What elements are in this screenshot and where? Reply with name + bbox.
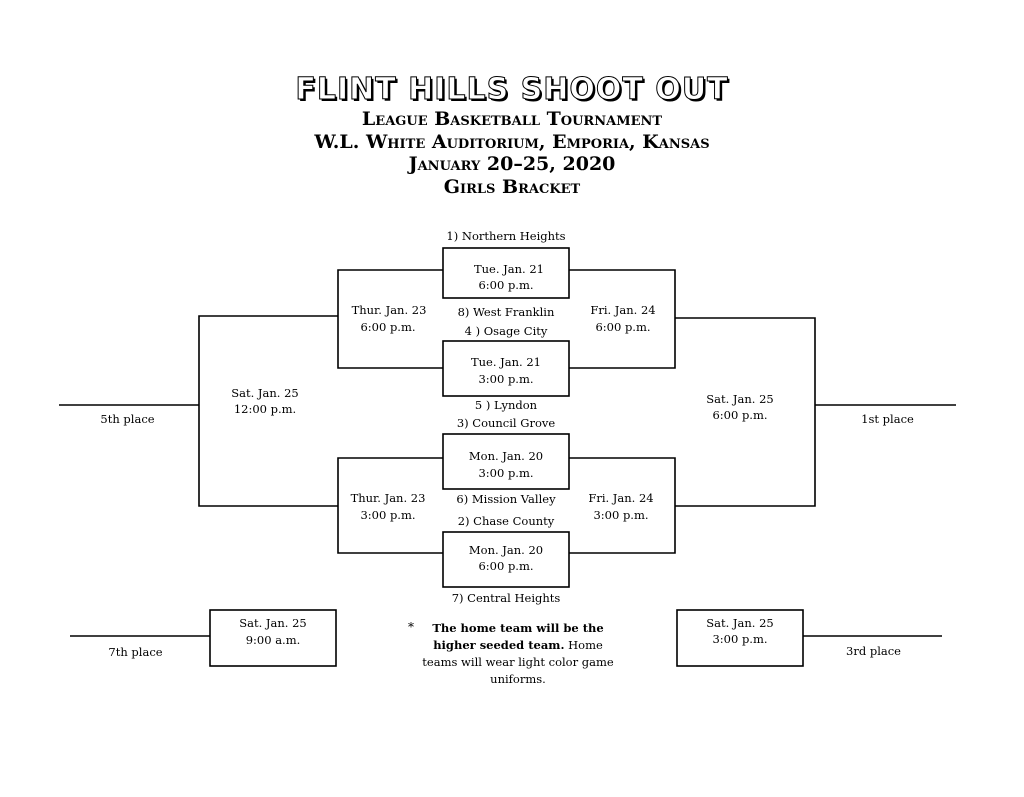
first-place-game-date: Sat. Jan. 25	[706, 392, 774, 406]
subtitle-tournament: League Basketball Tournament	[361, 108, 663, 130]
third-place-game-date: Sat. Jan. 25	[706, 616, 774, 630]
team-seed-3: 3) Council Grove	[456, 416, 556, 430]
home-team-note-rest: Home teams will wear light color game un…	[422, 638, 614, 686]
left-bottom-semi-date: Thur. Jan. 23	[350, 491, 426, 505]
game-box-4	[442, 531, 570, 588]
fifth-place-connector	[198, 315, 338, 507]
game-4-time: 6:00 p.m.	[478, 559, 534, 573]
left-top-semi-time: 6:00 p.m.	[360, 320, 416, 334]
game-box-3	[442, 433, 570, 490]
third-place-label: 3rd place	[846, 644, 901, 658]
first-place-connector	[675, 317, 816, 507]
left-bottom-semi-time: 3:00 p.m.	[360, 508, 416, 522]
left-top-connector	[337, 269, 443, 369]
right-bottom-semi-time: 3:00 p.m.	[593, 508, 649, 522]
seventh-place-game-time: 9:00 a.m.	[245, 633, 301, 647]
team-seed-1: 1) Northern Heights	[446, 229, 566, 243]
first-place-label: 1st place	[861, 412, 914, 426]
right-top-connector	[569, 269, 676, 369]
home-team-note: The home team will be the higher seeded …	[418, 620, 618, 688]
seventh-place-box	[209, 609, 337, 667]
subtitle-dates: January 20–25, 2020	[408, 153, 616, 175]
third-place-game-time: 3:00 p.m.	[712, 632, 768, 646]
game-box-1	[442, 247, 570, 299]
right-top-semi-time: 6:00 p.m.	[595, 320, 651, 334]
subtitle-venue: W.L. White Auditorium, Emporia, Kansas	[314, 131, 710, 153]
team-seed-8: 8) West Franklin	[457, 305, 555, 319]
team-seed-7: 7) Central Heights	[451, 591, 561, 605]
home-team-note-bold: The home team will be the higher seeded …	[432, 621, 604, 652]
right-bottom-semi-date: Fri. Jan. 24	[588, 491, 654, 505]
game-2-date: Tue. Jan. 21	[470, 355, 541, 369]
game-2-time: 3:00 p.m.	[478, 372, 534, 386]
team-seed-2: 2) Chase County	[457, 514, 555, 528]
game-4-date: Mon. Jan. 20	[468, 543, 544, 557]
subtitle-bracket: Girls Bracket	[443, 176, 581, 198]
tournament-title: FLINT HILLS SHOOT OUT	[295, 72, 729, 108]
game-1-time: 6:00 p.m.	[478, 278, 534, 292]
team-seed-6: 6) Mission Valley	[456, 492, 556, 506]
game-3-date: Mon. Jan. 20	[468, 449, 544, 463]
right-top-semi-date: Fri. Jan. 24	[590, 303, 656, 317]
team-seed-4: 4 ) Osage City	[464, 324, 548, 338]
fifth-place-label: 5th place	[100, 412, 155, 426]
game-1-date: Tue. Jan. 21	[473, 262, 544, 276]
game-3-time: 3:00 p.m.	[478, 466, 534, 480]
first-place-game-time: 6:00 p.m.	[712, 408, 768, 422]
team-seed-5: 5 ) Lyndon	[474, 398, 538, 412]
fifth-place-game-date: Sat. Jan. 25	[231, 386, 299, 400]
fifth-place-game-time: 12:00 p.m.	[233, 402, 297, 416]
seventh-place-game-date: Sat. Jan. 25	[239, 616, 307, 630]
left-top-semi-date: Thur. Jan. 23	[351, 303, 427, 317]
third-place-box	[676, 609, 804, 667]
footnote-asterisk: *	[408, 620, 414, 634]
seventh-place-label: 7th place	[108, 645, 163, 659]
